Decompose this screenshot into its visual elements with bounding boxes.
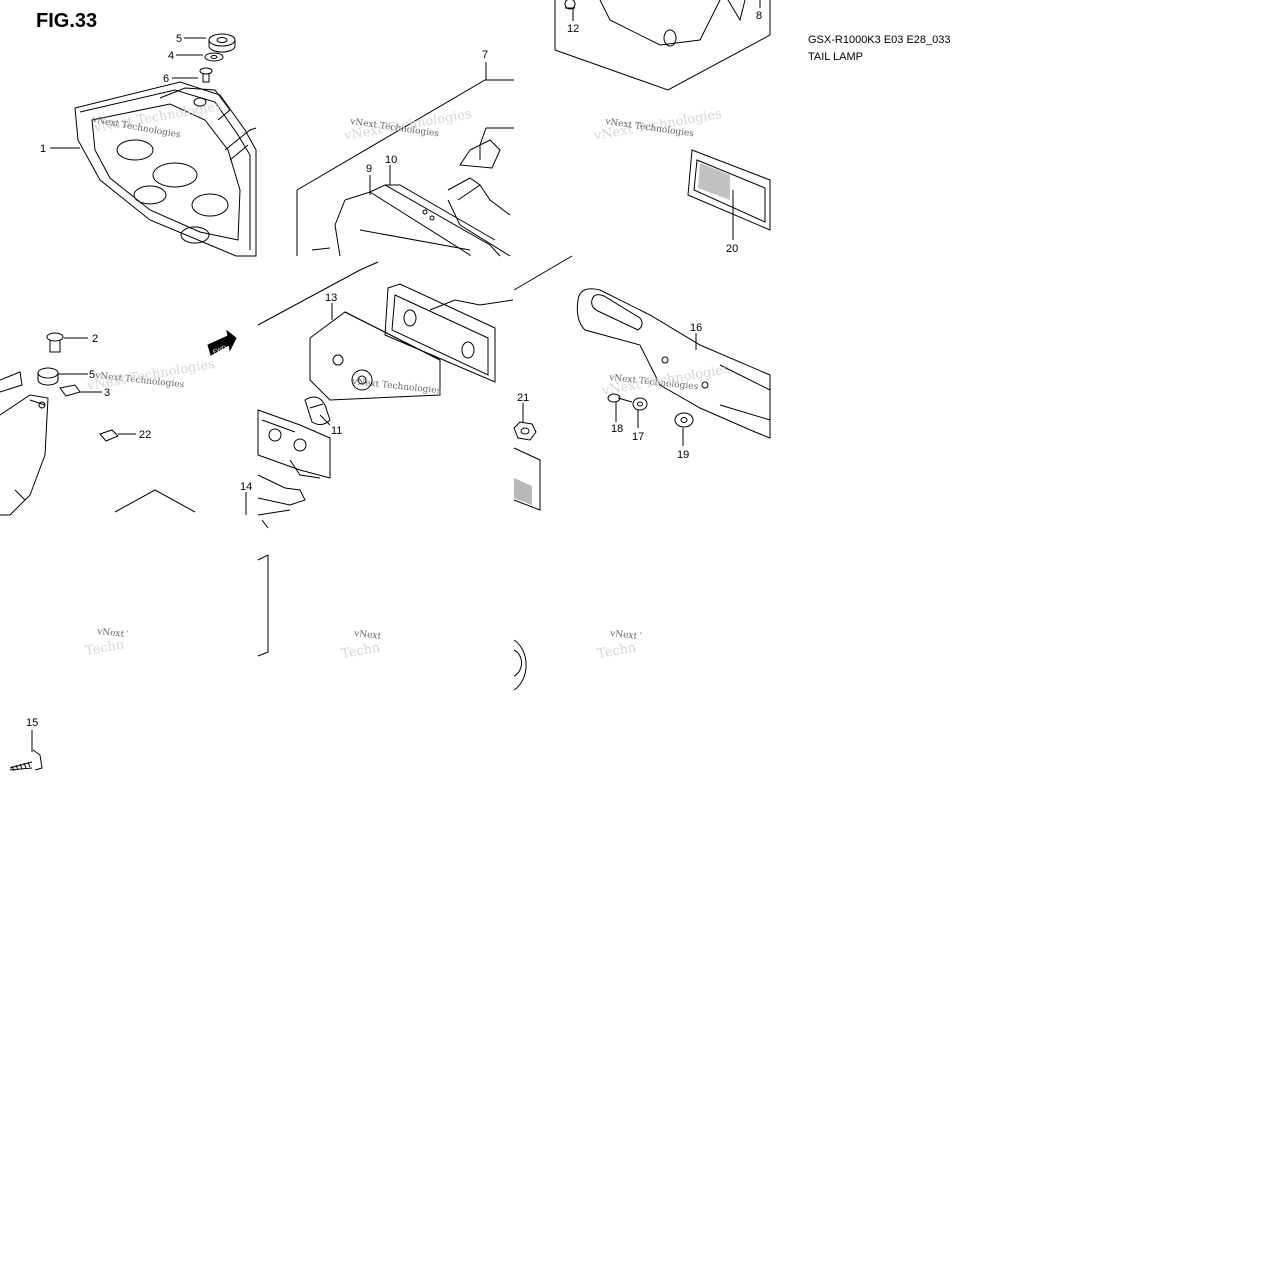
callout-2: 2 <box>92 333 98 345</box>
watermark-faint: Techn <box>596 640 638 662</box>
watermark: vNext Technologies <box>351 377 442 396</box>
screw-2 <box>46 332 64 353</box>
rear-fender-piece <box>0 371 49 516</box>
grommet-top <box>208 33 236 53</box>
model-name: TAIL LAMP <box>808 51 864 60</box>
callout-6: 6 <box>163 73 169 85</box>
model-code: GSX-R1000K3 E03 E28_033 <box>808 34 951 46</box>
gasket-plate <box>384 283 514 383</box>
callout-7: 7 <box>482 49 488 61</box>
callout-10: 10 <box>385 154 397 166</box>
washer-17 <box>632 397 648 411</box>
reflector-lower <box>513 447 541 511</box>
callout-17: 17 <box>632 431 644 443</box>
wire-leader <box>257 261 379 326</box>
reflector-upper <box>687 149 771 231</box>
tail-lamp-housing <box>74 81 257 257</box>
callout-18: 18 <box>611 423 623 435</box>
nut-21 <box>513 421 537 441</box>
nut-3 <box>59 384 81 397</box>
callout-20: 20 <box>726 243 738 255</box>
watermark-faint: vNext Technologies <box>600 362 731 399</box>
callout-12: 12 <box>567 23 579 35</box>
screw-14 <box>257 509 291 529</box>
fwd-arrow-icon <box>207 329 237 356</box>
watermark-faint: vNext Technologies <box>85 357 216 394</box>
callout-8: 8 <box>756 10 762 22</box>
fender-edge <box>114 489 196 513</box>
figure-title: FIG.33 <box>36 10 98 32</box>
socket-assembly <box>257 369 373 479</box>
pad-22 <box>99 429 119 442</box>
watermark-faint: Techn <box>340 640 382 662</box>
callout-4: 4 <box>168 50 174 62</box>
callout-3: 3 <box>104 387 110 399</box>
bracket-upper <box>554 0 771 91</box>
callout-19: 19 <box>677 449 689 461</box>
callout-21: 21 <box>517 392 529 404</box>
washer-edge <box>513 639 527 691</box>
watermark-faint: Techn <box>84 637 126 659</box>
reflector-left <box>257 474 306 506</box>
license-lamp-assembly <box>296 79 514 257</box>
callout-1: 1 <box>40 143 46 155</box>
callout-11: 11 <box>331 425 342 437</box>
callout-13: 13 <box>325 292 337 304</box>
callout-16: 16 <box>690 322 702 334</box>
screw-15 <box>9 749 43 772</box>
callout-5a: 5 <box>176 33 182 45</box>
nut-19 <box>674 412 694 428</box>
plate-edge <box>257 554 269 657</box>
washer-top <box>204 52 224 62</box>
callout-14: 14 <box>240 481 252 493</box>
fwd-label: FWD <box>212 345 228 356</box>
bracket-16 <box>576 288 771 439</box>
callout-22: 22 <box>139 429 151 441</box>
bulb-11 <box>304 396 331 426</box>
bracket-leader <box>513 255 573 291</box>
watermark-group: vNext Technologies vNext Technologies vN… <box>85 99 731 399</box>
screw-18 <box>607 393 633 403</box>
bolt-top <box>199 67 213 83</box>
callout-5b: 5 <box>89 369 95 381</box>
watermark-clipped-group: vNext Technologies Techn vNext Technolog… <box>84 627 642 662</box>
callout-9: 9 <box>366 163 372 175</box>
callout-15: 15 <box>26 717 38 729</box>
grommet-5b <box>37 367 59 386</box>
